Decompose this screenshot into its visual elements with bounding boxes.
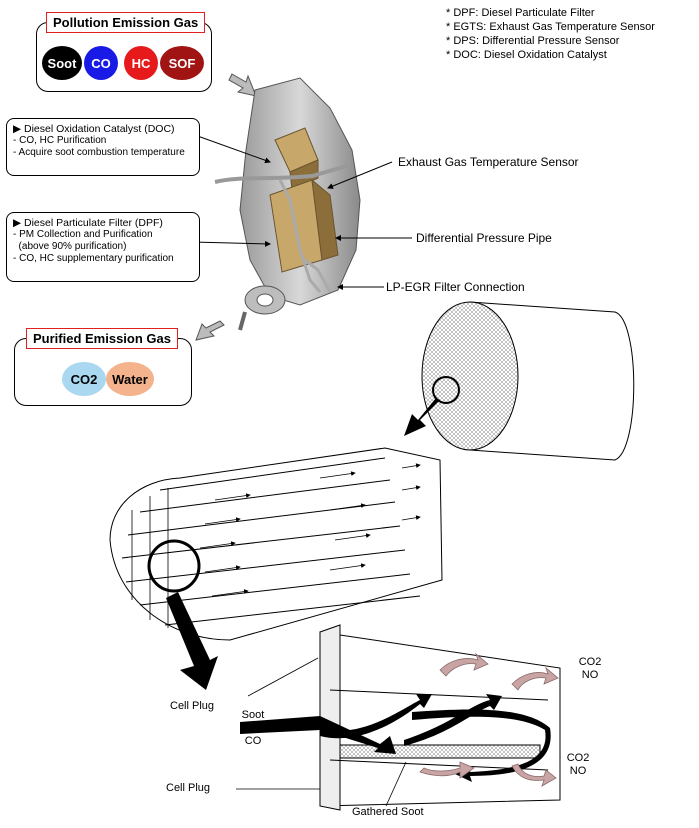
pollution-title: Pollution Emission Gas [46, 12, 206, 33]
dpf-line-2: (above 90% purification) [13, 241, 127, 252]
dpf-cutaway [109, 447, 443, 690]
cell-plug-bottom-label: Cell Plug [166, 782, 211, 794]
abbreviation-legend: * DPF: Diesel Particulate Filter * EGTS:… [446, 6, 655, 62]
co-chip: CO [84, 46, 118, 80]
outlet-top-label: CO2 NO [570, 656, 610, 682]
dpf-line-1: - PM Collection and Purification [13, 229, 153, 240]
soot-chip: Soot [42, 46, 82, 80]
outlet-top-no: NO [581, 669, 599, 681]
inlet-hc: HC [245, 722, 261, 734]
sof-chip: SOF [160, 46, 204, 80]
outlet-top-co2: CO2 [578, 656, 602, 668]
egts-label: Exhaust Gas Temperature Sensor [398, 155, 579, 169]
doc-line-2: - Acquire soot combustion temperature [13, 147, 185, 158]
doc-callout: ▶ Diesel Oxidation Catalyst (DOC) - CO, … [6, 118, 200, 176]
legend-egts: * EGTS: Exhaust Gas Temperature Sensor [446, 21, 655, 33]
legend-dpf: * DPF: Diesel Particulate Filter [446, 7, 595, 19]
purified-title: Purified Emission Gas [26, 328, 178, 349]
inlet-co: CO [244, 735, 262, 747]
hc-chip: HC [124, 46, 158, 80]
outlet-bottom-co2: CO2 [566, 752, 590, 764]
dpf-line-3: - CO, HC supplementary purification [13, 253, 174, 264]
catalytic-converter-image [214, 77, 361, 331]
dpf-leader-line [191, 240, 271, 247]
doc-line-1: - CO, HC Purification [13, 135, 107, 146]
gathered-soot-label: Gathered Soot [352, 806, 424, 818]
inlet-soot: Soot [241, 709, 265, 721]
bullet-triangle-icon: ▶ [13, 123, 22, 135]
lpegr-label: LP-EGR Filter Connection [386, 280, 525, 294]
outlet-grey-arrow [195, 320, 225, 341]
inlet-grey-arrow [228, 73, 257, 97]
egts-leader-line [327, 161, 393, 189]
dpf-cylinder [404, 301, 635, 461]
outlet-bottom-no: NO [569, 765, 587, 777]
dpp-label: Differential Pressure Pipe [416, 231, 552, 245]
doc-leader-line [191, 133, 271, 164]
bullet-triangle-icon: ▶ [13, 217, 22, 229]
filter-cell [236, 624, 561, 811]
inlet-gases-label: Soot HC CO [236, 709, 270, 748]
cell-plug-top-label: Cell Plug [170, 700, 215, 712]
doc-callout-title: Diesel Oxidation Catalyst (DOC) [24, 123, 175, 135]
legend-doc: * DOC: Diesel Oxidation Catalyst [446, 49, 607, 61]
water-chip: Water [106, 362, 154, 396]
co2-chip: CO2 [62, 362, 106, 396]
dpf-callout: ▶ Diesel Particulate Filter (DPF) - PM C… [6, 212, 200, 282]
outlet-bottom-label: CO2 NO [558, 752, 598, 778]
legend-dps: * DPS: Differential Pressure Sensor [446, 35, 620, 47]
dpf-callout-title: Diesel Particulate Filter (DPF) [24, 217, 163, 229]
